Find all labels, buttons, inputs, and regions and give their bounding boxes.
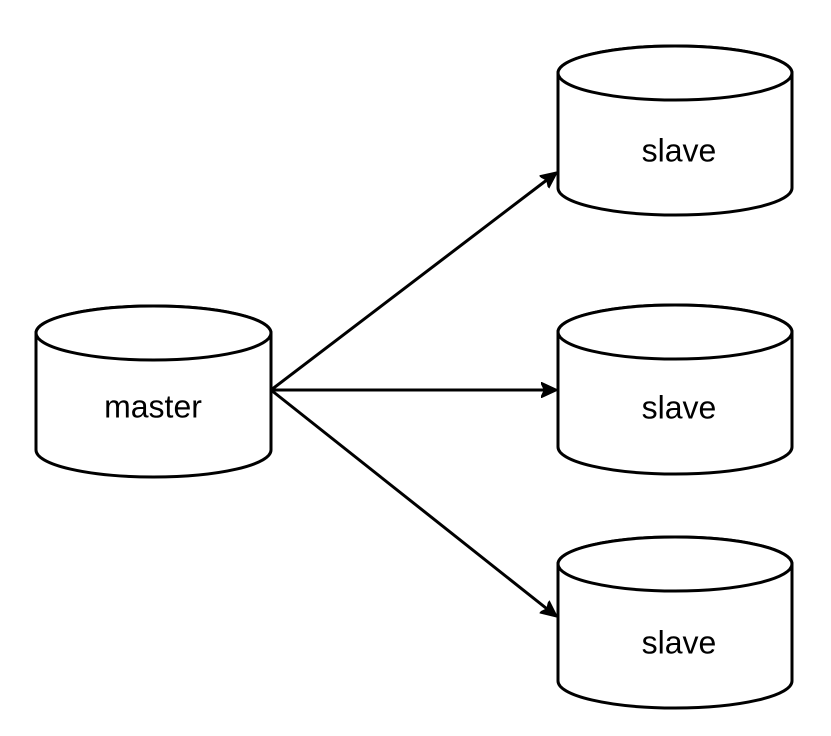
edge-master-to-slave-3[interactable] [270, 388, 556, 616]
slave-3-label: slave [642, 624, 717, 660]
master-label: master [104, 388, 202, 424]
master-cylinder-top-ellipse [34, 304, 273, 362]
slave-1-label: slave [642, 132, 717, 168]
slave-2-label: slave [642, 389, 717, 425]
slave-3-cylinder-top-ellipse [556, 535, 794, 593]
node-slave-1[interactable]: slave [556, 44, 794, 217]
node-slave-2[interactable]: slave [556, 303, 794, 476]
slave-1-cylinder-top-ellipse [556, 44, 794, 102]
edge-master-to-slave-1[interactable] [270, 173, 556, 392]
edge-group [270, 173, 556, 616]
node-slave-3[interactable]: slave [556, 535, 794, 710]
node-master[interactable]: master [34, 304, 273, 479]
slave-2-cylinder-top-ellipse [556, 303, 794, 361]
